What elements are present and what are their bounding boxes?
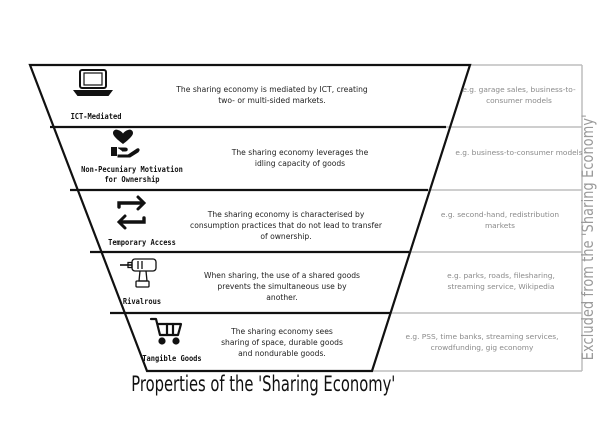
shopping-cart-icon	[149, 317, 183, 345]
funnel-shape	[28, 63, 472, 373]
level-description-tangible-goods: The sharing economy sees sharing of spac…	[221, 327, 343, 358]
level-description-ict-mediated: The sharing economy is mediated by ICT, …	[176, 85, 368, 105]
excluded-side-label-text: Excluded from the 'Sharing Economy'	[578, 113, 597, 361]
swap-arrows-icon	[116, 195, 147, 230]
level-example-non-pecuniary: e.g. business-to-consumer models	[455, 148, 583, 157]
level-example-temporary-access: e.g. second-hand, redistribution markets	[440, 210, 560, 230]
diagram-caption: Properties of the 'Sharing Economy'	[131, 372, 396, 396]
drill-icon	[120, 258, 157, 288]
level-label-temporary-access: Temporary Access	[108, 237, 176, 247]
level-label-non-pecuniary: Non-Pecuniary Motivation for Ownership	[81, 164, 183, 184]
level-description-non-pecuniary: The sharing economy leverages the idling…	[231, 148, 369, 168]
level-example-tangible-goods: e.g. PSS, time banks, streaming services…	[405, 332, 559, 352]
hand-heart-icon	[111, 129, 140, 158]
funnel-outline	[28, 63, 472, 373]
level-label-rivalrous: Rivalrous	[122, 296, 162, 306]
laptop-icon	[73, 69, 113, 96]
level-example-ict-mediated: e.g. garage sales, business-to-consumer …	[462, 85, 576, 105]
excluded-lines	[372, 64, 583, 372]
level-label-ict-mediated: ICT-Mediated	[70, 111, 122, 121]
excluded-side-label: Excluded from the 'Sharing Economy'	[577, 57, 599, 417]
level-description-temporary-access: The sharing economy is characterised by …	[190, 210, 382, 241]
level-label-tangible-goods: Tangible Goods	[142, 353, 202, 363]
level-example-rivalrous: e.g. parks, roads, filesharing, streamin…	[447, 271, 555, 291]
level-description-rivalrous: When sharing, the use of a shared goods …	[203, 271, 361, 302]
